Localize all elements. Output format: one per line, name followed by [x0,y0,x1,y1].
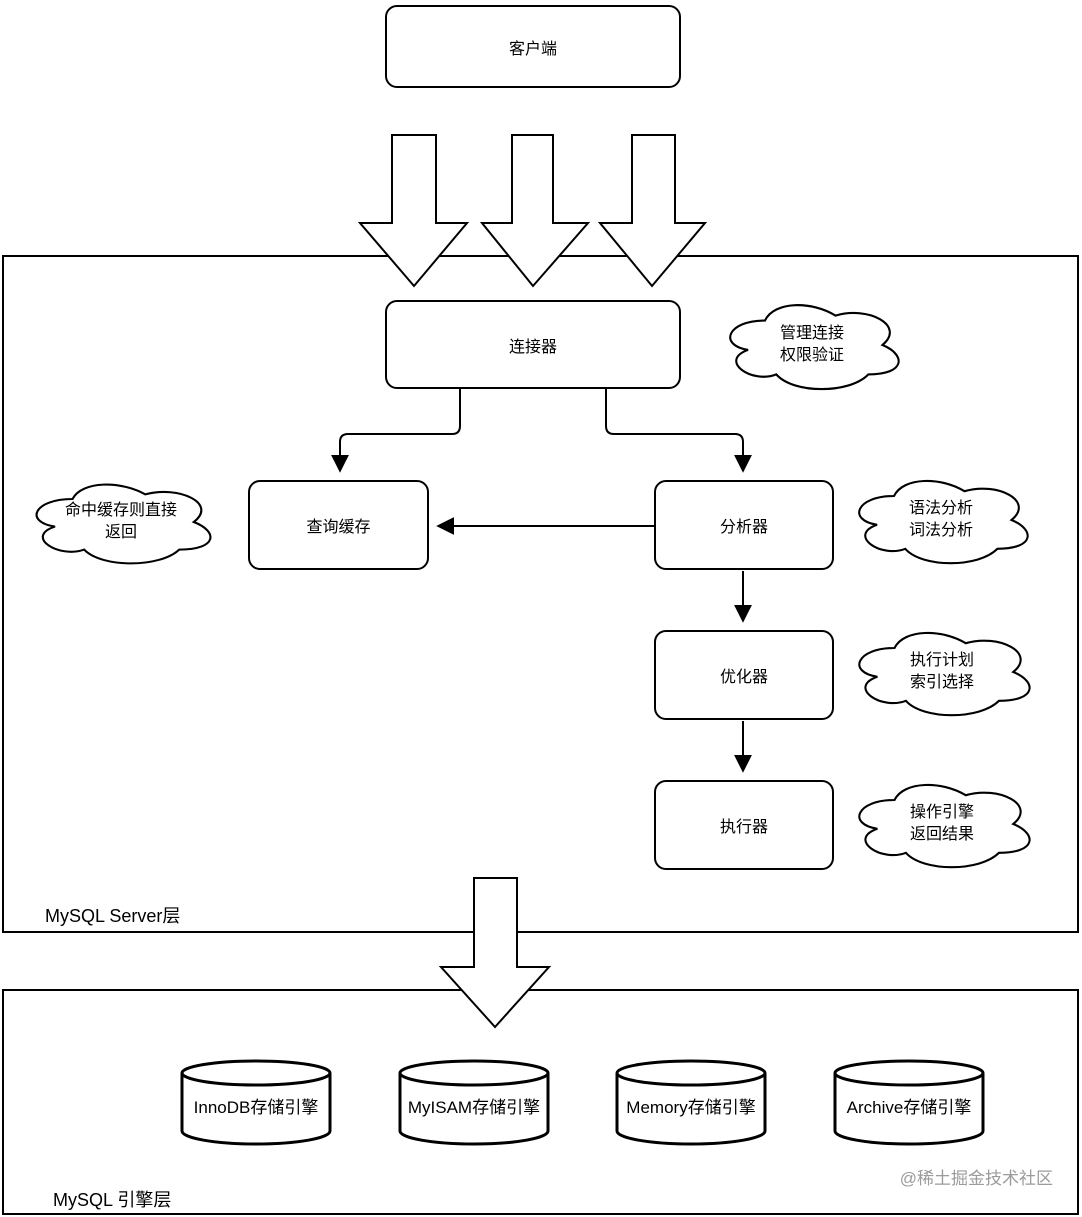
connector-to-analyzer-arrow [605,389,752,473]
executor-label: 执行器 [719,819,768,836]
connector-node: 连接器 [385,300,681,389]
engine-memory-label: Memory存储引擎 [626,1097,756,1117]
query-cache-note: 命中缓存则直接 返回 [64,502,177,541]
engine-archive-label: Archive存储引擎 [846,1097,972,1117]
connector-label: 连接器 [508,338,557,356]
connector-to-query-cache-arrow [331,389,461,473]
server-layer-label: MySQL Server层 [45,906,181,926]
down-block-arrow-icon [357,134,470,288]
client-label: 客户端 [508,40,557,58]
watermark: @稀土掘金技术社区 [899,1169,1053,1188]
down-block-arrow-icon [438,877,552,1029]
down-block-arrow-icon [597,134,708,288]
analyzer-label: 分析器 [719,519,768,536]
query-cache-node: 查询缓存 [248,480,429,570]
connector-note: 管理连接 权限验证 [779,325,844,364]
executor-note: 操作引擎 返回结果 [909,804,974,843]
optimizer-node: 优化器 [654,630,834,720]
analyzer-note: 语法分析 词法分析 [908,500,973,539]
engine-layer-label: MySQL 引擎层 [53,1190,172,1210]
engine-innodb-label: InnoDB存储引擎 [193,1097,319,1117]
optimizer-label: 优化器 [719,669,768,686]
analyzer-node: 分析器 [654,480,834,570]
down-block-arrow-icon [479,134,591,288]
optimizer-note: 执行计划 索引选择 [909,652,974,691]
executor-node: 执行器 [654,780,834,870]
client-node: 客户端 [385,5,681,88]
query-cache-label: 查询缓存 [306,519,371,536]
engine-myisam-label: MyISAM存储引擎 [407,1097,541,1117]
